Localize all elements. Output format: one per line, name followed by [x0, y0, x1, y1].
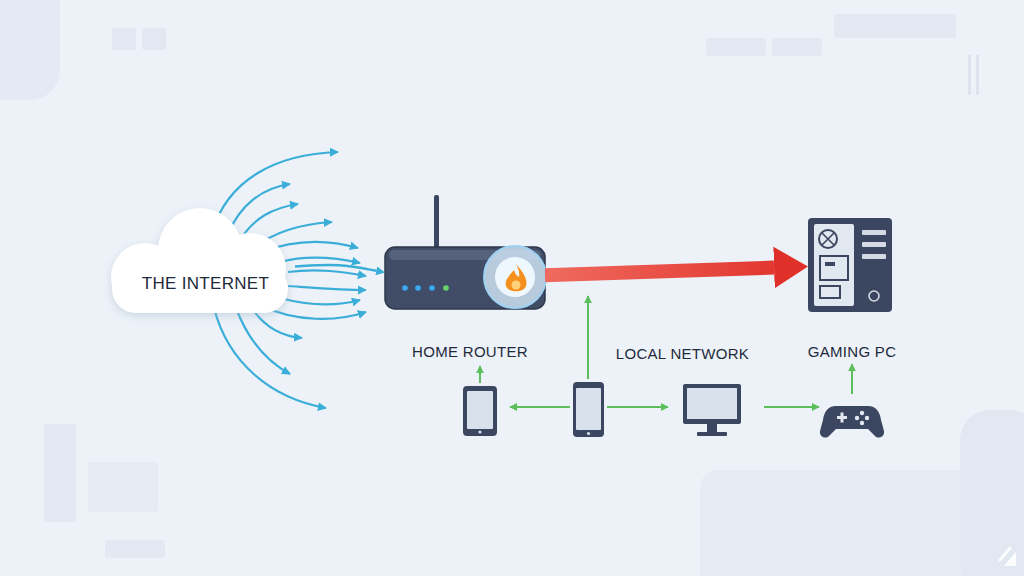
gamepad-button — [860, 421, 864, 425]
traffic-arrow — [288, 286, 366, 290]
firewall-glow — [484, 246, 546, 308]
node-label: THE INTERNET — [108, 274, 303, 294]
pc-fan — [822, 233, 834, 245]
node-label: GAMING PC — [752, 342, 952, 362]
background-panel — [44, 424, 76, 522]
traffic-arrow — [214, 308, 326, 408]
connector-arrow — [295, 265, 376, 271]
connector-arrow — [545, 268, 774, 276]
pc-board — [820, 256, 848, 280]
background-panel — [105, 540, 165, 558]
node-label: HOME ROUTER — [350, 342, 590, 362]
traffic-arrow — [212, 152, 338, 232]
section-label: LOCAL NETWORK — [600, 344, 765, 364]
status-led — [402, 285, 408, 291]
gamepad-icon — [820, 406, 884, 438]
phone-button — [587, 432, 590, 435]
monitor-screen — [687, 388, 737, 419]
status-led — [443, 285, 449, 291]
gamepad-button — [860, 411, 864, 415]
tablet-screen — [467, 391, 493, 429]
phone-icon — [573, 382, 604, 437]
router-shape — [385, 247, 545, 309]
tablet-button — [478, 430, 481, 433]
local-link-arrow — [587, 296, 589, 379]
background-panel — [142, 28, 166, 50]
status-led — [415, 285, 421, 291]
background-panel — [960, 410, 1024, 576]
pc-case — [808, 218, 892, 312]
cloud-shape — [100, 205, 295, 315]
router-antenna — [434, 195, 439, 251]
pc-drive-bay — [862, 254, 886, 259]
gaming-pc-node: GAMING PC — [808, 218, 892, 312]
background-panel — [976, 55, 979, 95]
local-link-arrow — [764, 406, 819, 408]
firewall-flame — [512, 281, 521, 290]
pc-psu — [820, 286, 840, 298]
pc-board — [825, 262, 835, 266]
background-panel — [112, 28, 136, 50]
pc-side-panel — [814, 224, 854, 306]
router-node: HOME ROUTER — [385, 247, 545, 309]
pc-drive-bay — [862, 242, 886, 247]
monitor-stand — [707, 424, 717, 432]
gamepad-button — [865, 416, 869, 420]
phone-screen — [576, 388, 601, 430]
pc-drive-bay — [862, 230, 886, 235]
firewall-glow — [495, 257, 535, 297]
background-panel — [772, 38, 822, 56]
background-panel — [834, 14, 956, 38]
monitor-base — [697, 432, 727, 436]
background-panel — [0, 0, 60, 100]
monitor-icon — [683, 384, 741, 424]
tablet-icon — [463, 386, 497, 436]
local-link-arrow — [851, 364, 853, 394]
background-panel — [88, 462, 158, 512]
internet-cloud: THE INTERNET — [100, 205, 295, 315]
local-link-arrow — [479, 366, 481, 383]
traffic-arrow — [280, 257, 360, 263]
firewall-flame — [506, 264, 527, 291]
pc-power-button — [869, 291, 879, 301]
local-link-arrow — [607, 406, 668, 408]
background-panel — [968, 55, 971, 95]
traffic-arrow — [280, 298, 360, 304]
gamepad-dpad — [841, 413, 844, 423]
local-link-arrow — [510, 406, 570, 408]
pc-tower-shape — [808, 218, 892, 312]
status-led — [429, 285, 435, 291]
watermark-logo — [998, 546, 1016, 566]
traffic-arrow — [288, 270, 366, 276]
gamepad-button — [855, 416, 859, 420]
background-panel — [706, 38, 766, 56]
router-body — [385, 247, 545, 309]
pc-fan — [819, 230, 837, 248]
